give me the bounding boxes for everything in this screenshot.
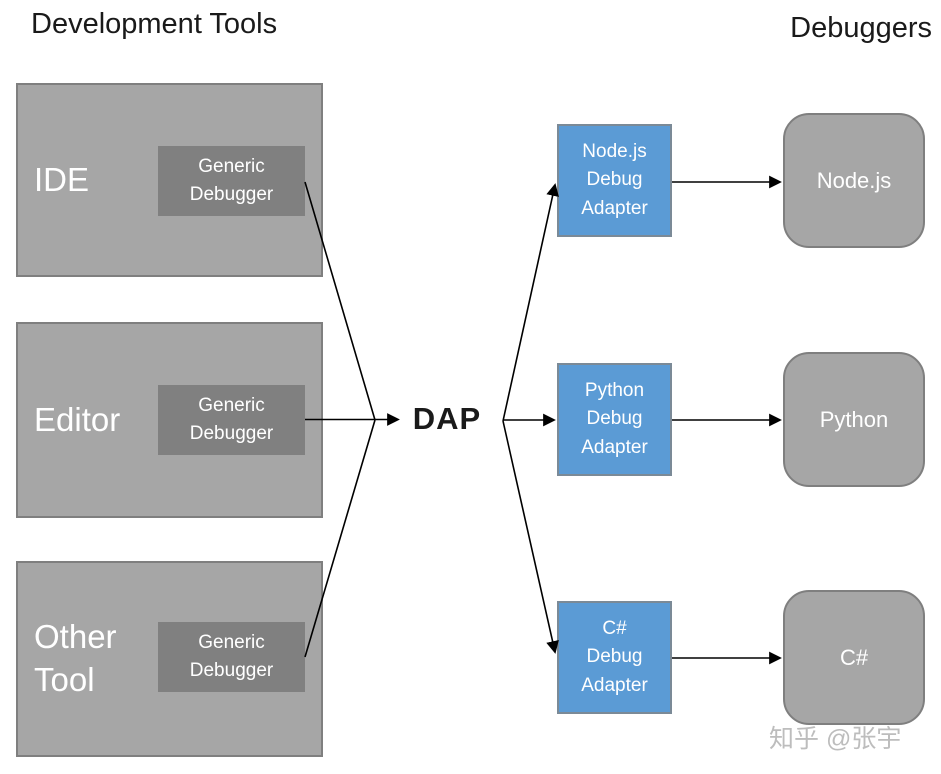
- nodejs-runtime-box: Node.js: [783, 113, 925, 248]
- python-debug-adapter-box: Python Debug Adapter: [557, 363, 672, 476]
- connector-dap-to-node-adapter: [502, 183, 559, 422]
- csharp-debug-adapter-box: C# Debug Adapter: [557, 601, 672, 714]
- development-tools-heading: Development Tools: [31, 8, 278, 40]
- nodejs-debug-adapter-box: Node.js Debug Adapter: [557, 124, 672, 237]
- dap-label: DAP: [412, 401, 482, 436]
- other-tool-generic-debugger-box: Generic Debugger: [158, 622, 305, 692]
- other-tool-label: Other Tool: [34, 618, 117, 698]
- connector-dap-to-csharp-adapter: [502, 420, 559, 654]
- editor-label: Editor: [34, 400, 121, 438]
- zhihu-watermark: 知乎 @张宇: [769, 725, 902, 753]
- editor-generic-debugger-box: Generic Debugger: [158, 385, 305, 455]
- csharp-runtime-box: C#: [783, 590, 925, 725]
- debuggers-heading: Debuggers: [790, 12, 932, 44]
- python-runtime-box: Python: [783, 352, 925, 487]
- ide-label: IDE: [34, 160, 90, 198]
- ide-generic-debugger-box: Generic Debugger: [158, 146, 305, 216]
